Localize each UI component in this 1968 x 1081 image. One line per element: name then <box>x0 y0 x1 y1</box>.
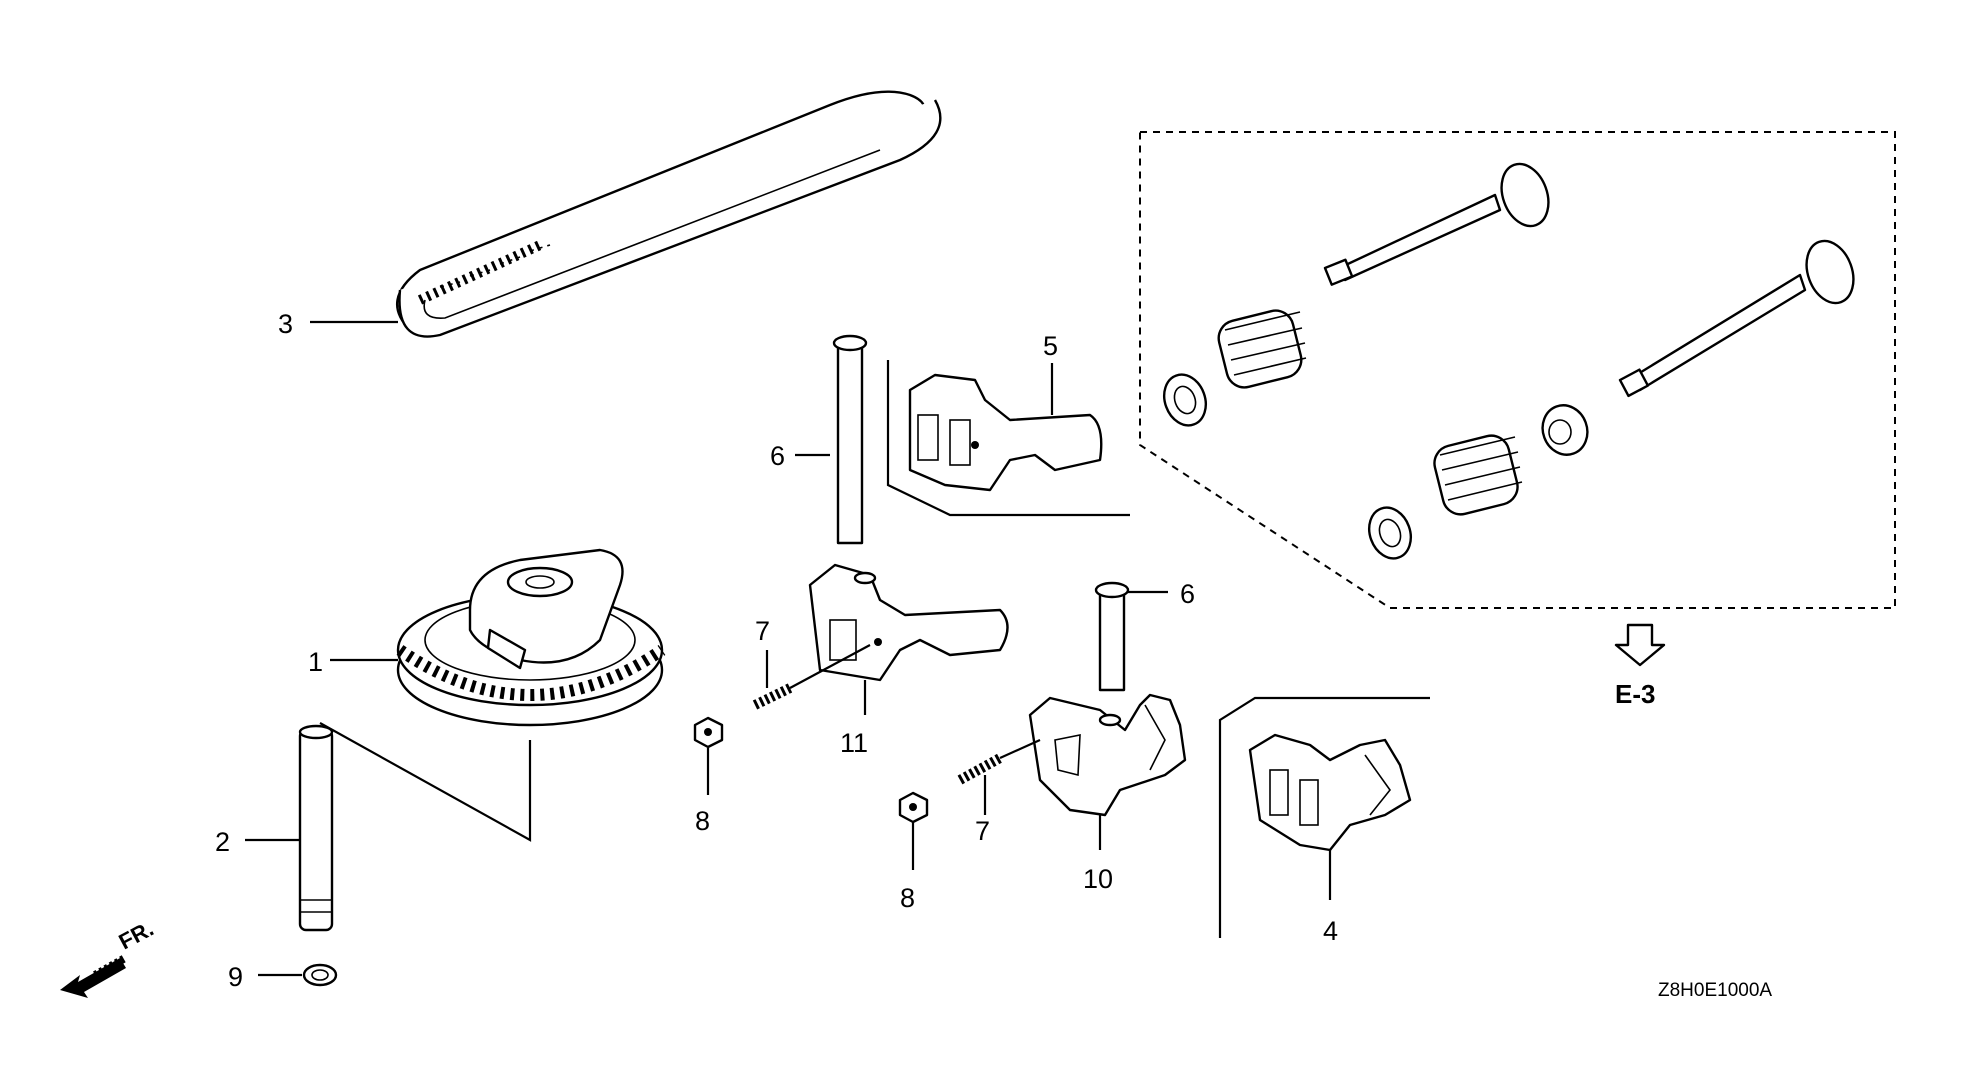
adjusting-screw-left <box>752 644 871 710</box>
adjusting-screw-right <box>957 738 1041 785</box>
reference-arrow-icon <box>1614 623 1666 667</box>
callout-4: 4 <box>1323 916 1338 946</box>
diagram-code: Z8H0E1000A <box>1658 980 1772 1001</box>
timing-belt <box>396 90 942 338</box>
callout-11: 11 <box>840 728 868 758</box>
callout-8-right: 8 <box>900 883 915 913</box>
front-direction-arrow-icon <box>60 954 127 998</box>
rocker-arm-intake <box>808 563 1009 682</box>
rocker-arm-exhaust <box>1028 693 1187 817</box>
callout-6-lower: 6 <box>1180 579 1195 609</box>
callout-1: 1 <box>308 647 323 677</box>
callout-7-left: 7 <box>755 616 770 646</box>
reference-label: E-3 <box>1615 679 1655 709</box>
lock-nut-right <box>898 791 929 824</box>
front-label: FR. <box>115 916 158 955</box>
lock-nut-left <box>693 716 724 749</box>
callout-10: 10 <box>1083 864 1113 894</box>
cam-shaft <box>298 724 334 932</box>
callout-6-upper: 6 <box>770 441 785 471</box>
callout-8-left: 8 <box>695 806 710 836</box>
rocker-arm-detail-lower <box>1218 696 1430 938</box>
callout-7-right: 7 <box>975 816 990 846</box>
callout-3: 3 <box>278 309 293 339</box>
callout-9: 9 <box>228 962 243 992</box>
callout-2: 2 <box>215 827 230 857</box>
cam-pulley <box>396 548 666 727</box>
washer <box>302 963 338 987</box>
rocker-arm-detail-upper <box>886 360 1130 517</box>
rocker-pivot-bolt-lower <box>1094 581 1130 692</box>
callout-5: 5 <box>1043 331 1058 361</box>
rocker-pivot-bolt-upper <box>832 334 868 545</box>
valve-assembly <box>1163 162 1855 560</box>
valve-kit-dashed-frame <box>1139 131 1896 609</box>
